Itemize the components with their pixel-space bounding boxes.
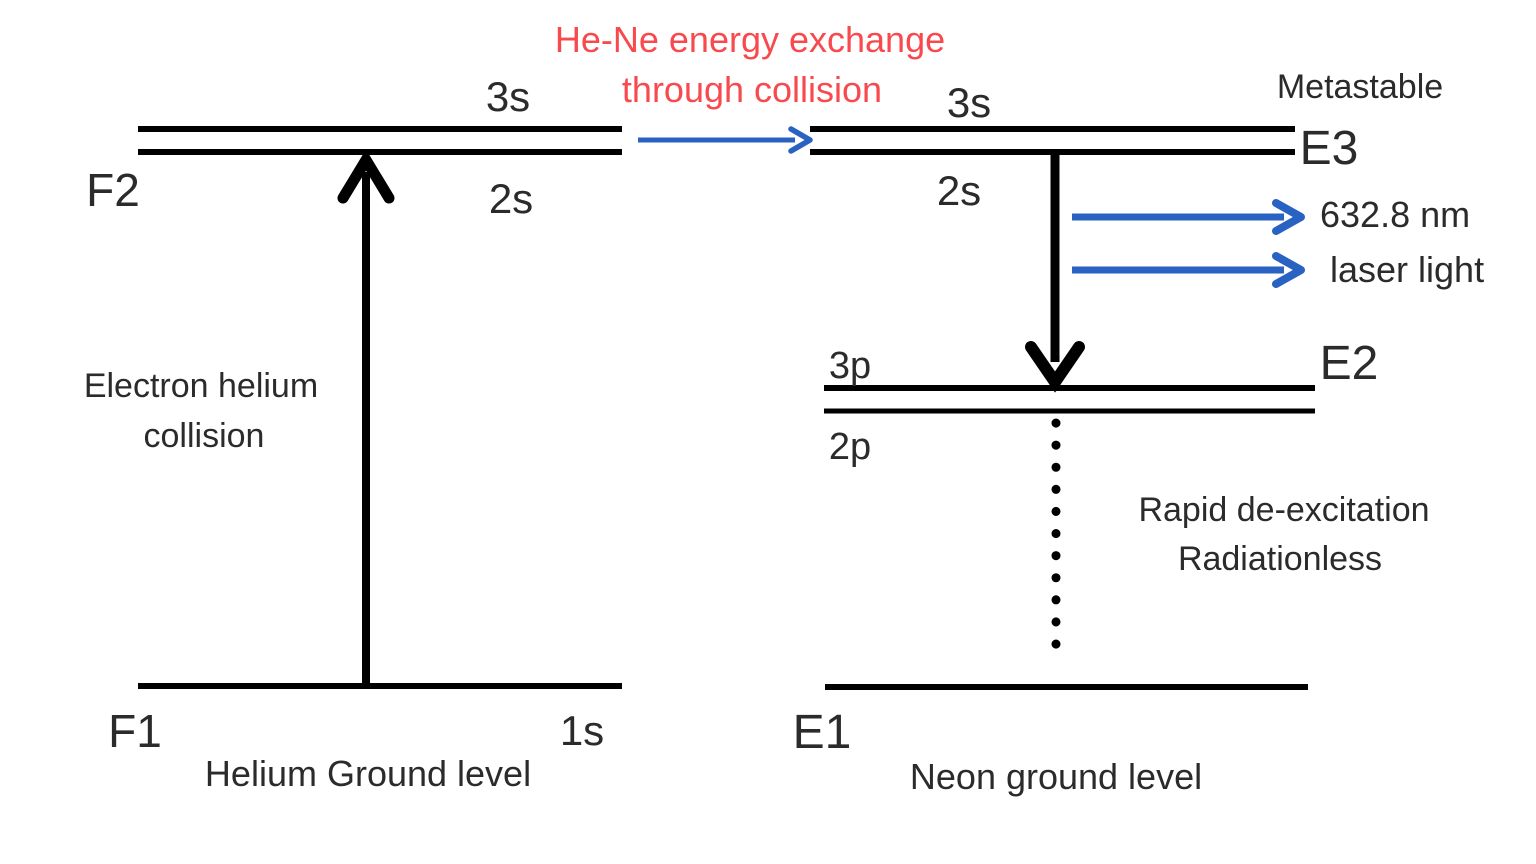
neon-2s-label: 2s [936,167,982,214]
neon-e2-label: E2 [1319,337,1379,390]
helium-f2-label: F2 [86,164,140,216]
helium-1s-label: 1s [559,707,605,754]
excitation-caption-line2: collision [143,417,265,455]
laser-wavelength-label: 632.8 nm [1320,194,1471,235]
title-line2: through collision [621,69,883,110]
laser-light-label: laser light [1330,249,1485,290]
deexcitation-caption-line2: Radiationless [1177,540,1383,578]
metastable-label: Metastable [1276,68,1444,106]
laser-wavelength-arrow-head [1272,199,1305,235]
helium-ground-caption: Helium Ground level [204,753,532,794]
helium-3s-label: 3s [485,73,531,120]
excitation-arrow-head [337,149,395,204]
title-line1: He-Ne energy exchange [554,19,946,60]
collision-transfer-arrow-head [788,126,813,154]
helium-2s-label: 2s [488,175,534,222]
neon-2p-label: 2p [828,426,872,468]
emission-arrow-head [1025,341,1085,393]
neon-3s-label: 3s [946,79,992,126]
helium-f1-label: F1 [108,705,162,757]
neon-3p-label: 3p [828,345,872,387]
neon-e1-label: E1 [792,706,852,759]
excitation-caption-line1: Electron helium [83,367,319,405]
deexcitation-caption-line1: Rapid de-excitation [1138,491,1430,529]
neon-e3-label: E3 [1299,122,1359,175]
laser-light-arrow-head [1272,252,1305,288]
neon-ground-caption: Neon ground level [909,756,1203,797]
